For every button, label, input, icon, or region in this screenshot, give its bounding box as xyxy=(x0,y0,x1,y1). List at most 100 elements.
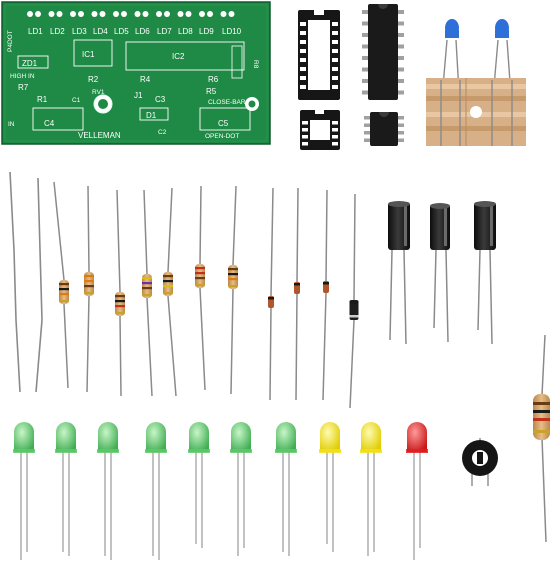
resistor-band xyxy=(115,295,125,298)
ic-pin xyxy=(364,138,372,142)
pcb-r7: R7 xyxy=(18,83,29,92)
resistor-band xyxy=(228,268,238,271)
pcb-pad xyxy=(156,11,162,17)
resistor xyxy=(84,185,94,393)
resistor-band xyxy=(115,312,125,315)
pcb-pad xyxy=(207,11,213,17)
pcb-ld-2: LD2 xyxy=(50,27,65,36)
ic-pin xyxy=(396,21,404,26)
pcb-pad xyxy=(70,11,76,17)
pcb-ic1: IC1 xyxy=(82,50,95,59)
trimmer-potentiometer xyxy=(462,438,498,486)
socket-hole xyxy=(300,67,306,71)
pcb-pad xyxy=(185,11,192,17)
led-lens xyxy=(146,422,166,452)
pcb-r8: R8 xyxy=(252,60,259,69)
diode-band xyxy=(349,301,359,304)
led-lens xyxy=(14,422,34,452)
electrolytic-capacitor xyxy=(430,203,450,343)
resistor-band xyxy=(84,285,94,288)
pcb-pad xyxy=(113,11,119,17)
diode xyxy=(322,189,329,401)
resistors-group xyxy=(53,181,238,397)
pcb-j1: J1 xyxy=(134,91,143,100)
resistor-band xyxy=(195,272,205,275)
led-lens xyxy=(407,422,427,452)
pcb-pad xyxy=(56,11,63,17)
ic-pin xyxy=(362,33,370,37)
led xyxy=(406,422,428,560)
pcb-r6: R6 xyxy=(208,75,219,84)
pcb-pad xyxy=(78,11,84,17)
resistor-band xyxy=(163,280,173,283)
ic-pin xyxy=(396,131,404,135)
led xyxy=(319,422,341,552)
resistor-band xyxy=(195,267,205,270)
resistor-body xyxy=(142,274,152,298)
ldr-holder xyxy=(426,19,526,146)
ic-pin xyxy=(362,21,370,26)
led-rim xyxy=(13,449,35,453)
pcb-label-close-bar: CLOSE-BAR xyxy=(208,99,246,106)
ic-pin xyxy=(364,123,372,127)
led xyxy=(360,422,382,556)
resistor-body xyxy=(228,265,238,289)
resistor xyxy=(228,185,238,395)
resistor-band xyxy=(59,288,69,291)
capacitor-stripe xyxy=(404,206,407,246)
led-rim xyxy=(145,449,167,453)
pcb-ld-5: LD5 xyxy=(114,27,129,36)
resistor-band xyxy=(115,300,125,303)
socket-hole xyxy=(302,135,308,139)
led-lens xyxy=(320,422,340,452)
pcb-ld-8: LD8 xyxy=(178,27,193,36)
ic-chip-16pin xyxy=(362,4,404,100)
led xyxy=(97,422,119,560)
diode-band xyxy=(349,315,359,318)
resistor-band xyxy=(84,280,94,283)
led xyxy=(275,422,297,556)
resistor-body xyxy=(59,280,69,304)
led xyxy=(188,422,210,548)
pcb-brand: VELLEMAN xyxy=(78,131,121,140)
socket-hole xyxy=(302,121,308,125)
diode-band xyxy=(268,297,274,300)
pcb-pad xyxy=(228,11,235,17)
pcb-pad xyxy=(199,11,205,17)
resistor-band xyxy=(115,305,125,308)
socket-hole xyxy=(300,58,306,62)
socket-hole xyxy=(300,31,306,35)
ic-pin xyxy=(362,79,370,83)
socket-hole xyxy=(332,85,338,89)
socket-hole xyxy=(300,40,306,44)
socket-hole xyxy=(300,22,306,26)
ic-pin xyxy=(362,44,370,49)
socket-hole xyxy=(302,142,308,146)
resistor-band xyxy=(195,277,205,280)
wire-link-2 xyxy=(35,177,43,393)
resistor-band xyxy=(228,273,238,276)
diode-band xyxy=(323,282,329,285)
led xyxy=(145,422,167,560)
ic-socket-16pin xyxy=(298,10,340,100)
resistor-band xyxy=(163,292,173,295)
resistor-band xyxy=(142,277,152,280)
ic-pin xyxy=(362,56,370,60)
socket-hole xyxy=(302,128,308,132)
electrolytic-capacitor xyxy=(474,201,496,345)
resistor-body xyxy=(84,272,94,296)
diode xyxy=(294,187,300,401)
ic-chip-8pin xyxy=(364,112,404,146)
led-rim xyxy=(97,449,119,453)
pcb-pad xyxy=(134,11,141,17)
leds-group xyxy=(13,422,428,560)
ic-pin xyxy=(396,79,404,83)
pcb-c1: C1 xyxy=(72,97,81,104)
led-lens xyxy=(189,422,209,452)
pcb-ld-6: LD6 xyxy=(135,27,150,36)
socket-hole xyxy=(332,142,338,146)
resistor-band xyxy=(195,284,205,287)
socket-hole xyxy=(332,31,338,35)
led-rim xyxy=(188,449,210,453)
resistor-band xyxy=(142,282,152,285)
